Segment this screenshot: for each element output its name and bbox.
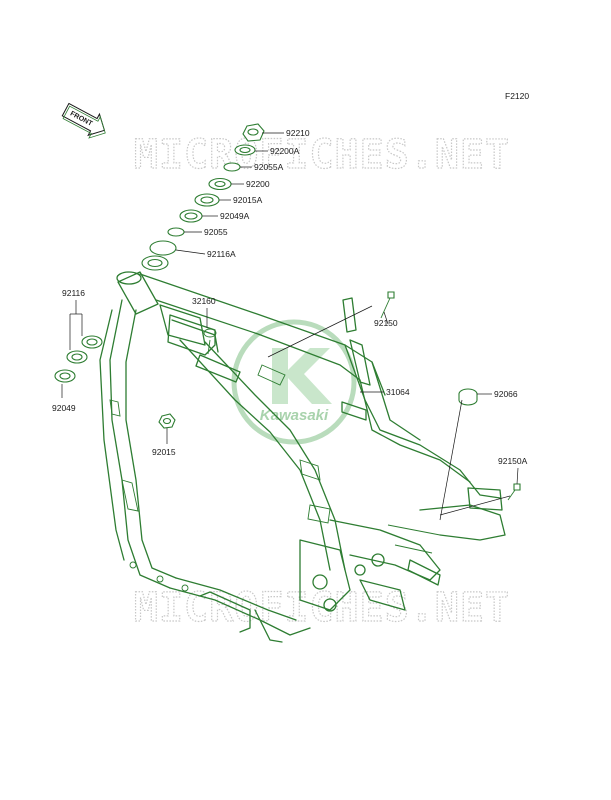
part-92055-oring: [167, 227, 185, 237]
kawasaki-logo-text: Kawasaki: [260, 407, 329, 424]
front-arrow-icon: FRONT: [61, 102, 106, 139]
figure-code: F2120: [505, 91, 529, 101]
label-92116: 92116: [62, 288, 85, 298]
label-92066: 92066: [494, 389, 518, 399]
part-92066-grommet: [458, 388, 478, 406]
part-92055A-oring: [223, 162, 241, 172]
label-92015A: 92015A: [233, 195, 263, 205]
label-92200: 92200: [246, 179, 270, 189]
label-31064: 31064: [386, 387, 410, 397]
label-92150A: 92150A: [498, 456, 528, 466]
label-92210: 92210: [286, 128, 310, 138]
lower-bearing-parts: [54, 335, 103, 383]
watermark-bottom: MICROFICHES.NET: [134, 585, 510, 631]
label-92015: 92015: [152, 447, 176, 457]
part-92150-bolt: [380, 291, 395, 319]
kawasaki-logo: Kawasaki: [231, 319, 357, 445]
part-92015-nut: [158, 413, 176, 429]
label-32160: 32160: [192, 296, 216, 306]
label-92055A: 92055A: [254, 162, 284, 172]
part-92116A-bearing: [141, 240, 177, 271]
part-number-labels: 92210 92200A 92055A 92200 92015A 92049A …: [52, 128, 528, 466]
label-92049A: 92049A: [220, 211, 250, 221]
label-92150: 92150: [374, 318, 398, 328]
watermark-top: MICROFICHES.NET: [134, 132, 510, 178]
leader-lines: [61, 132, 519, 521]
part-92210-nut: [242, 123, 265, 142]
label-92116A: 92116A: [207, 249, 236, 259]
steering-head-parts: [141, 123, 265, 271]
label-92200A: 92200A: [270, 146, 300, 156]
part-92150A-bolt: [507, 483, 521, 501]
label-92049: 92049: [52, 403, 76, 413]
label-92055: 92055: [204, 227, 228, 237]
